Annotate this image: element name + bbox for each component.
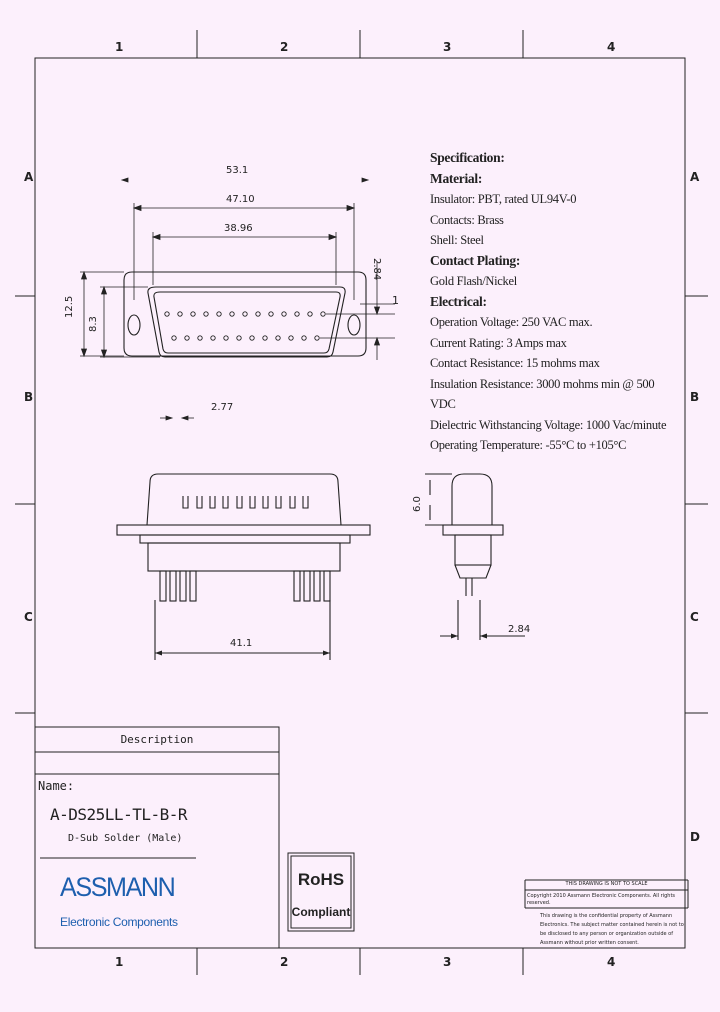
column-label-2-top: 2 [280, 40, 289, 54]
top-view [116, 473, 371, 660]
material-heading: Material: [430, 170, 483, 186]
current-spec: Current Rating: 3 Amps max [430, 335, 567, 350]
row-label-c-right: C [690, 610, 699, 624]
rohs-label: RoHS [297, 870, 345, 889]
row-label-d-right: D [690, 830, 700, 844]
insulation-resistance-spec: Insulation Resistance: 3000 mohms min @ … [430, 376, 655, 412]
title-block-lines [34, 726, 689, 949]
dim-row-pitch: 2.84 [371, 258, 382, 281]
spec-title: Specification: [430, 150, 505, 165]
row-label-b-left: B [24, 390, 34, 404]
dim-pin-pitch: 2.77 [211, 402, 234, 413]
dim-overall-width: 53.1 [226, 165, 249, 176]
confidential-notice: This drawing is the confidential propert… [540, 913, 684, 946]
front-view [123, 271, 367, 358]
column-label-1-bottom: 1 [115, 955, 124, 969]
row-label-a-left: A [24, 170, 34, 184]
plating-spec: Gold Flash/Nickel [430, 274, 517, 288]
part-number: A-DS25LL-TL-B-R [50, 805, 188, 824]
rohs-compliant: Compliant [291, 905, 351, 919]
contacts-spec: Contacts: Brass [430, 212, 504, 227]
column-label-4-top: 4 [607, 40, 616, 54]
side-view [425, 473, 525, 640]
shell-spec: Shell: Steel [430, 233, 484, 247]
dimension-lines [80, 177, 395, 421]
dim-shell-height: 8.3 [88, 316, 99, 332]
row-label-c-left: C [24, 610, 33, 624]
column-label-4-bottom: 4 [607, 955, 616, 969]
contact-resistance-spec: Contact Resistance: 15 mohms max [430, 356, 600, 370]
pin-1-label: 1 [392, 294, 399, 307]
plating-heading: Contact Plating: [430, 252, 521, 268]
copyright-notice: Copyright 2010 Assmann Electronic Compon… [527, 893, 676, 906]
insulator-spec: Insulator: PBT, rated UL94V-0 [430, 192, 577, 206]
specification-block: Specification: Material: Insulator: PBT,… [430, 148, 680, 456]
row-label-b-right: B [690, 390, 700, 404]
name-label: Name: [38, 779, 75, 793]
brand-subtitle: Electronic Components [60, 915, 178, 929]
voltage-spec: Operation Voltage: 250 VAC max. [430, 315, 593, 329]
column-label-3-bottom: 3 [443, 955, 452, 969]
not-to-scale-notice: THIS DRAWING IS NOT TO SCALE [565, 881, 648, 887]
column-label-2-bottom: 2 [280, 955, 289, 969]
dim-side-offset: 2.84 [508, 624, 531, 635]
part-description: D-Sub Solder (Male) [68, 833, 183, 844]
description-label: Description [120, 733, 194, 746]
pin-contacts [164, 311, 326, 341]
dim-side-height: 6.0 [412, 496, 423, 512]
row-label-a-right: A [690, 170, 700, 184]
temperature-spec: Operating Temperature: -55°C to +105°C [430, 438, 627, 452]
dim-overall-height: 12.5 [64, 295, 75, 318]
electrical-heading: Electrical: [430, 293, 487, 309]
dielectric-spec: Dielectric Withstancing Voltage: 1000 Va… [430, 417, 667, 432]
dim-mount-hole-pitch: 47.10 [226, 194, 255, 205]
brand-logo: ASSMANN [60, 872, 176, 902]
dim-shell-width: 38.96 [224, 223, 253, 234]
column-label-3-top: 3 [443, 40, 452, 54]
column-label-1-top: 1 [115, 40, 124, 54]
dim-body-length: 41.1 [230, 638, 253, 649]
